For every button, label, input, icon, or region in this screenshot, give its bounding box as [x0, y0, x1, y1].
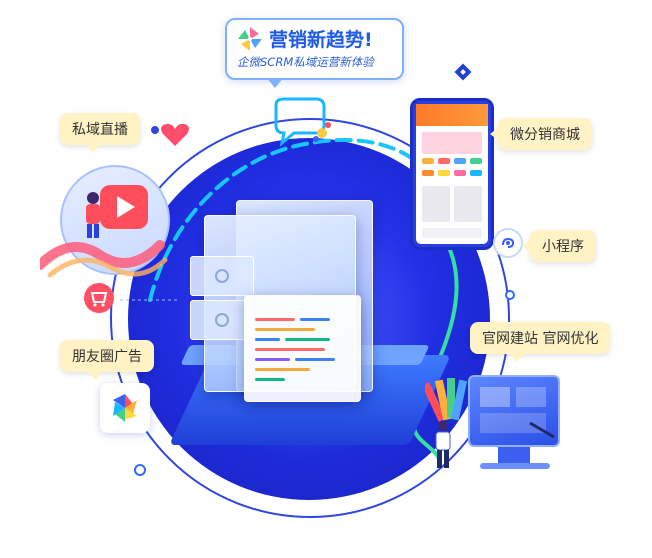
- monitor-stand: [498, 447, 530, 465]
- card-icon: [215, 313, 229, 327]
- label-website: 官网建站 官网优化: [470, 322, 611, 362]
- phone-tile: [454, 158, 466, 164]
- code-line: [295, 358, 335, 361]
- code-line: [285, 338, 330, 341]
- label-distribution-mall: 微分销商城: [490, 118, 592, 150]
- phone-tile: [422, 158, 434, 164]
- code-screen: [244, 295, 361, 402]
- code-line: [255, 338, 280, 341]
- ribbon-decor: [40, 240, 168, 278]
- code-line: [255, 348, 325, 351]
- phone-screen: [416, 104, 488, 244]
- phone-tile: [470, 158, 482, 164]
- play-triangle: [117, 196, 135, 218]
- code-line: [255, 328, 315, 331]
- person-figure: [435, 421, 451, 468]
- person-figure: [86, 192, 100, 238]
- color-swatch: [425, 378, 468, 422]
- camera-aperture-icon: [100, 383, 150, 433]
- phone-tile: [470, 170, 482, 176]
- label-moments-ads: 朋友圈广告: [60, 340, 154, 380]
- code-line: [255, 368, 310, 371]
- label-live: 私域直播: [60, 113, 140, 153]
- code-line: [255, 318, 295, 321]
- phone-tile: [454, 170, 466, 176]
- top-banner: 营销新趋势! 企微SCRM私域运营新体验: [225, 18, 404, 88]
- phone-tile: [438, 170, 450, 176]
- code-line: [255, 378, 285, 381]
- phone-tile: [438, 158, 450, 164]
- banner-subtitle: 企微SCRM私域运营新体验: [237, 55, 374, 69]
- phone-product: [422, 186, 450, 222]
- cart-icon: [84, 283, 114, 313]
- phone-header: [416, 104, 488, 126]
- chat-bubble-icon: [274, 97, 331, 147]
- phone-tile: [422, 170, 434, 176]
- phone-tabbar: [422, 228, 482, 238]
- side-card: [190, 300, 254, 340]
- side-card: [190, 256, 254, 296]
- banner-title: 营销新趋势!: [269, 29, 373, 51]
- link-icon: [493, 228, 523, 258]
- label-mini-program: 小程序: [522, 230, 596, 262]
- pinwheel-icon: [238, 27, 262, 51]
- code-line: [255, 358, 290, 361]
- phone-product: [454, 186, 482, 222]
- card-icon: [215, 269, 229, 283]
- phone-banner: [422, 132, 482, 154]
- orbit-ring: [110, 118, 510, 518]
- heart-icon: [161, 123, 189, 146]
- code-line: [300, 318, 330, 321]
- monitor-base: [480, 463, 550, 469]
- monitor-screen: [468, 375, 560, 447]
